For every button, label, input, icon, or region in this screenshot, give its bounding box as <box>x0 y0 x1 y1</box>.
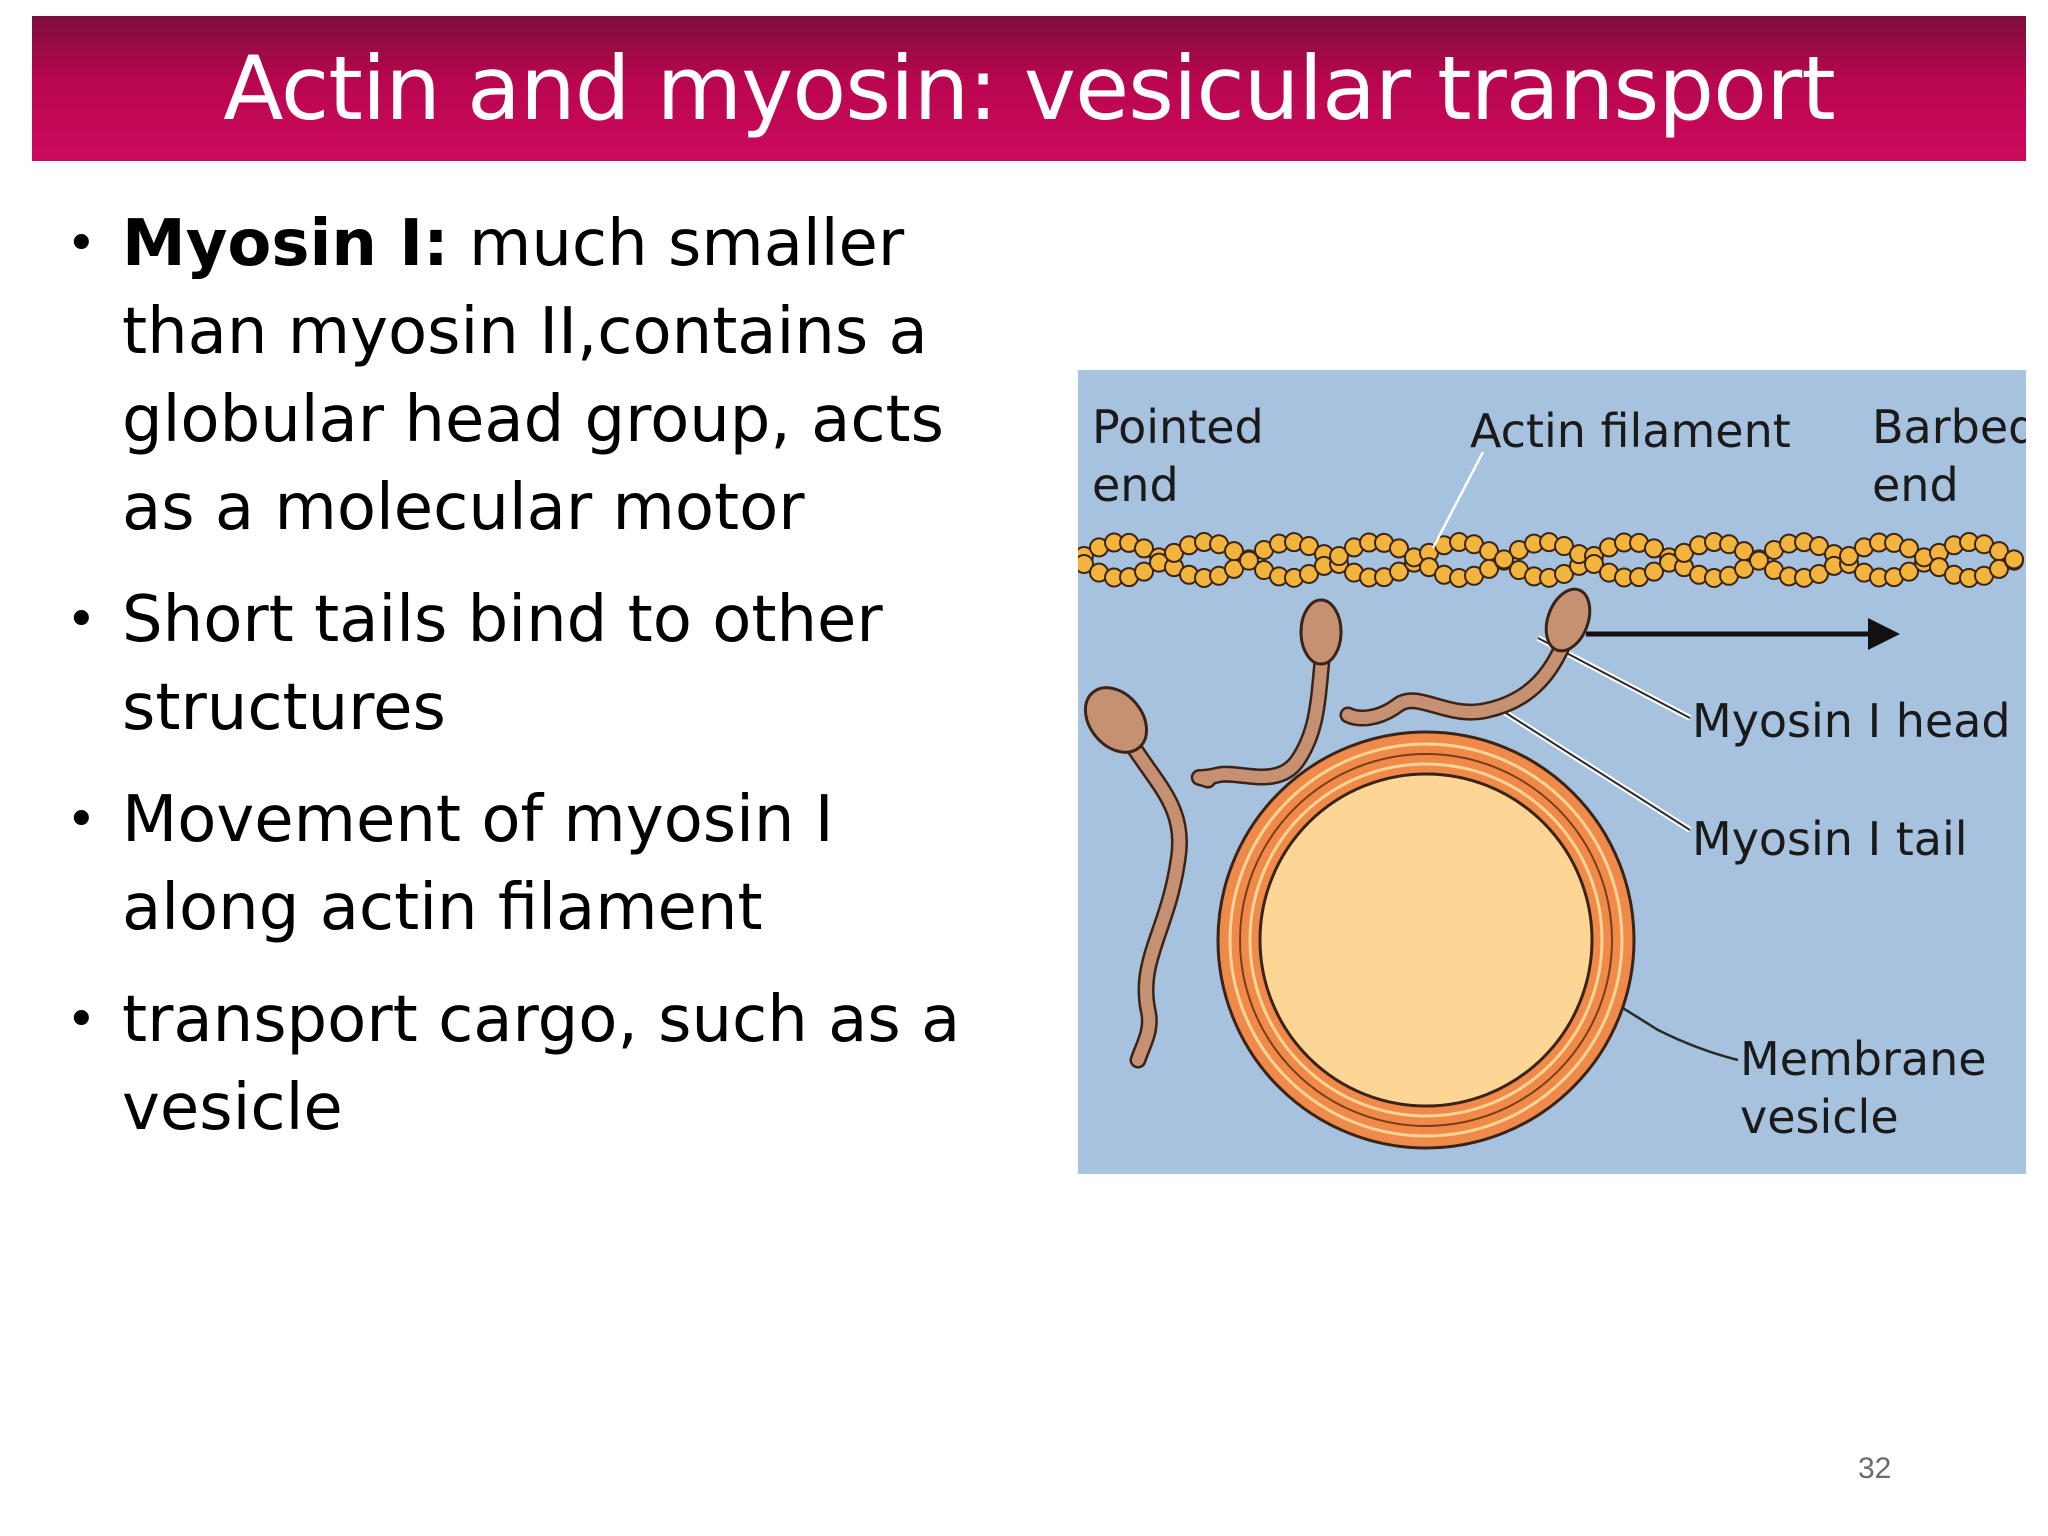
bullet-bold-text: Myosin I: <box>122 207 449 281</box>
vesicle-leader-line <box>1577 978 1739 1062</box>
actin-monomer <box>1554 536 1574 557</box>
bullet-text: Movement of myosin I along actin filamen… <box>122 783 834 945</box>
actin-monomer <box>1989 558 2009 579</box>
direction-arrow-icon <box>1586 618 1900 650</box>
title-bar: Actin and myosin: vesicular transport <box>32 16 2026 161</box>
actin-monomer <box>1329 546 1349 567</box>
actin-monomer <box>1134 538 1154 559</box>
actin-filament-icon <box>1078 532 2024 588</box>
actin-monomer <box>1078 553 1094 574</box>
myosin-head-label: Myosin I head <box>1692 694 2011 748</box>
bullet-icon: • <box>66 790 97 850</box>
actin-filament-label: Actin filament <box>1470 404 1791 458</box>
bullet-text: much smaller than myosin II,contains a g… <box>122 207 944 545</box>
myosin-molecule-right-icon <box>1339 587 1592 727</box>
actin-monomer <box>1134 561 1154 582</box>
actin-monomer <box>1644 561 1664 582</box>
membrane-vesicle-icon <box>1216 730 1636 1150</box>
actin-monomer <box>1479 558 1499 579</box>
myosin-tail-leader-line <box>1496 705 1692 833</box>
slide-title: Actin and myosin: vesicular transport <box>223 37 1835 140</box>
membrane-vesicle-label: Membrane vesicle <box>1740 1032 1987 1144</box>
barbed-end-label: Barbed end <box>1872 400 2026 512</box>
slide-number: 32 <box>1858 1452 1892 1485</box>
actin-monomer <box>1839 546 1859 567</box>
actin-monomer <box>1749 550 1769 571</box>
bullet-item: • Myosin I: much smaller than myosin II,… <box>60 200 990 552</box>
actin-monomer <box>2004 549 2024 570</box>
myosin-transport-figure: Pointed end Actin filament Barbed end My… <box>1078 370 2026 1174</box>
myosin-molecule-middle-icon <box>1190 598 1343 789</box>
actin-leader-line <box>1431 451 1485 549</box>
actin-monomer <box>1809 536 1829 557</box>
bullet-icon: • <box>66 590 97 650</box>
bullet-text: Short tails bind to other structures <box>122 583 883 745</box>
actin-monomer <box>1494 549 1514 570</box>
figure-graphics <box>1078 451 2024 1150</box>
actin-monomer <box>1899 561 1919 582</box>
actin-monomer <box>1644 538 1664 559</box>
bullet-icon: • <box>66 214 97 274</box>
actin-monomer <box>1239 550 1259 571</box>
myosin-molecule-left-icon <box>1083 686 1188 1069</box>
actin-monomer <box>1584 553 1604 574</box>
actin-monomer <box>1734 541 1754 562</box>
actin-monomer <box>1809 563 1829 584</box>
actin-monomer <box>1899 538 1919 559</box>
actin-monomer <box>1389 538 1409 559</box>
bullet-item: • Short tails bind to other structures <box>60 576 990 752</box>
bullet-item: • Movement of myosin I along actin filam… <box>60 776 990 952</box>
myosin-tail-label: Myosin I tail <box>1692 812 1968 866</box>
actin-monomer <box>1389 561 1409 582</box>
bullet-icon: • <box>66 990 97 1050</box>
bullet-text: transport cargo, such as a vesicle <box>122 983 961 1145</box>
bullet-item: • transport cargo, such as a vesicle <box>60 976 990 1152</box>
bullet-list: • Myosin I: much smaller than myosin II,… <box>60 200 990 1176</box>
actin-monomer <box>1299 563 1319 584</box>
actin-monomer <box>1554 563 1574 584</box>
pointed-end-label: Pointed end <box>1092 400 1264 512</box>
actin-monomer <box>1299 536 1319 557</box>
actin-monomer <box>1224 541 1244 562</box>
